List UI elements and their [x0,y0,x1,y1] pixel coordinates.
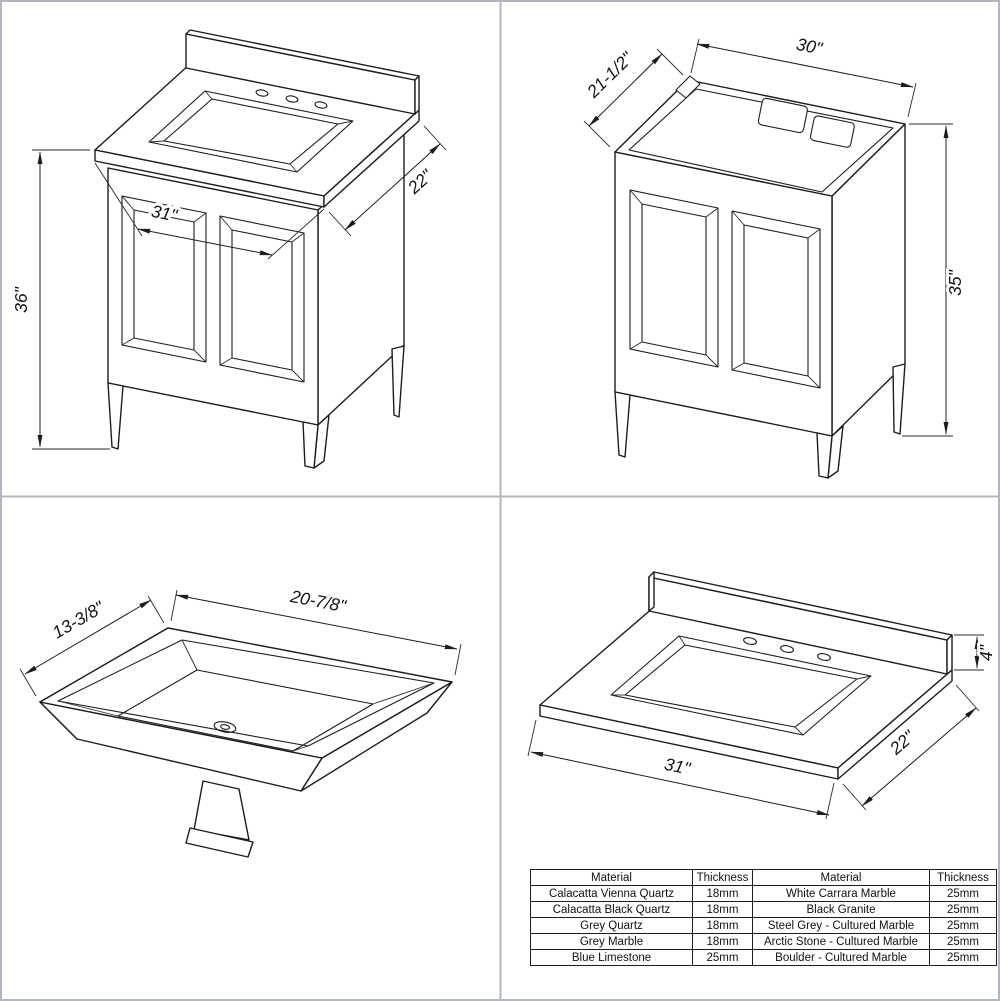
dimension-backsplash-4: 4" [954,634,999,671]
material-cell: Boulder - Cultured Marble [752,949,930,966]
table-row: Grey Marble 18mm Arctic Stone - Cultured… [530,933,997,950]
thickness-cell: 25mm [692,949,753,966]
faucet-hole [255,89,269,97]
front-left-leg [614,391,631,458]
dimension-height-36: 36" [8,149,110,450]
view-sink-basin: 20-7/8" 13-3/8" [19,583,462,858]
table-row: Grey Quartz 18mm Steel Grey - Cultured M… [530,917,997,934]
material-cell: Arctic Stone - Cultured Marble [752,933,930,950]
faucet-holes [255,89,328,109]
sink-width-label: 20-7/8" [288,586,348,616]
materials-table: Material Thickness Material Thickness Ca… [530,869,997,966]
sink-cutout [610,635,872,736]
backsplash-right-end [414,75,420,115]
cabinet-depth-label: 21-1/2" [582,47,637,102]
top-frame-inner [628,88,894,193]
table-row: Calacatta Vienna Quartz 18mm White Carra… [530,885,997,902]
countertop-slab [94,29,420,208]
view-countertop: 4" 31" 22" [527,571,999,820]
backsplash-right-end [946,634,953,675]
sink-shell [39,627,453,858]
thickness-cell: 18mm [692,901,753,918]
faucet-hole [817,653,831,661]
thickness-cell: 25mm [929,933,997,950]
countertop-depth-label: 22" [403,165,437,198]
material-cell: Grey Quartz [530,917,693,934]
thickness-cell: 18mm [692,885,753,902]
column-header: Thickness [692,869,753,886]
column-header: Material [752,869,930,886]
drain-hole-inner [220,724,230,730]
top-frame-outer [614,79,906,197]
drain-cap [185,827,254,858]
thickness-cell: 25mm [929,901,997,918]
faucet-holes [743,637,831,661]
back-panel-cutout [757,97,808,134]
column-header: Thickness [929,869,997,886]
front-right-leg [302,421,319,469]
material-cell: Steel Grey - Cultured Marble [752,917,930,934]
material-cell: Grey Marble [530,933,693,950]
view-vanity-with-top: 36" 31" 22" [8,29,447,469]
column-header: Material [530,869,693,886]
material-cell: Calacatta Vienna Quartz [530,885,693,902]
back-right-leg [391,345,405,418]
cabinet-width-label: 30" [795,34,825,59]
table-row: Calacatta Black Quartz 18mm Black Granit… [530,901,997,918]
faucet-hole [314,101,328,109]
thickness-cell: 25mm [929,917,997,934]
door-corner-ticks [219,215,305,383]
material-cell: Blue Limestone [530,949,693,966]
front-right-leg [816,432,833,479]
material-cell: Calacatta Black Quartz [530,901,693,918]
open-top-frame [614,75,906,197]
table-row: Blue Limestone 25mm Boulder - Cultured M… [530,949,997,966]
backsplash-height-label: 4" [976,644,996,661]
countertop-width-label: 31" [663,754,693,779]
vanity-height-label: 36" [11,286,31,312]
door-corner-ticks [731,210,821,389]
cabinet-height-label: 35" [945,269,965,295]
sink-depth-label: 13-3/8" [49,597,108,643]
drain-hole [213,721,237,733]
backsplash [648,571,953,675]
right-door [731,210,821,389]
thickness-cell: 25mm [929,885,997,902]
sink-cutout [148,90,354,173]
material-cell: Black Granite [752,901,930,918]
thickness-cell: 18mm [692,933,753,950]
back-panel-cutout [809,115,855,148]
drain-tailpiece [193,780,250,841]
backsplash-left-end [648,571,655,612]
door-corner-ticks [629,189,719,368]
thickness-cell: 25mm [929,949,997,966]
back-right-leg [892,363,906,435]
front-left-leg [107,382,124,450]
left-door [629,189,719,368]
view-cabinet-only: 21-1/2" 30" 35" [579,31,968,479]
faucet-hole [285,95,299,103]
cabinet-front-face [614,151,833,437]
faucet-hole [743,637,757,645]
thickness-cell: 18mm [692,917,753,934]
cabinet-front-face [107,167,319,426]
door-corner-ticks [121,195,207,363]
dimension-height-35: 35" [902,123,968,437]
faucet-hole [780,645,794,653]
material-cell: White Carrara Marble [752,885,930,902]
cabinet-body [614,123,906,479]
table-header-row: Material Thickness Material Thickness [530,869,997,886]
left-door [121,195,207,363]
